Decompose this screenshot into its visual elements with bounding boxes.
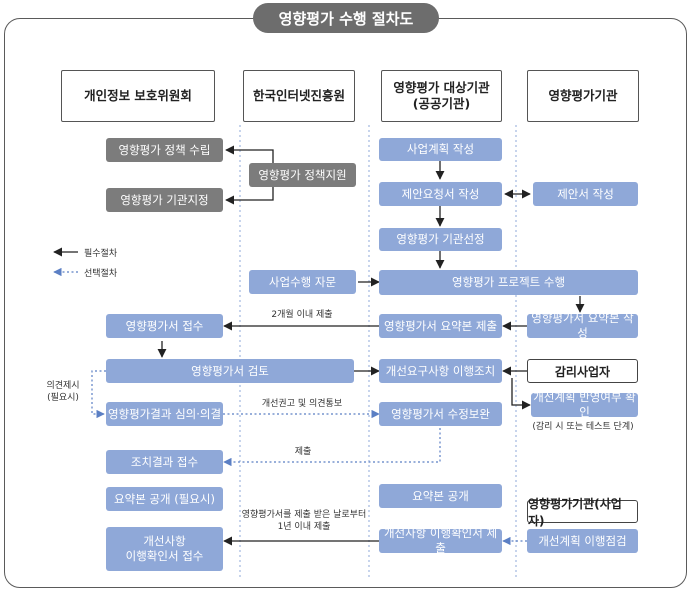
support-to-designation-arrow [225,187,274,205]
target-flow [157,161,585,546]
note-opinion-line2: (필요시) [47,393,79,404]
box-consulting: 사업수행 자문 [249,270,356,294]
box-proposal: 제안서 작성 [533,182,638,206]
box-policy-support: 영향평가 정책지원 [249,163,356,187]
diagram-title: 영향평가 수행 절차도 [253,3,439,33]
box-summary-open: 요약본 공개 [379,484,502,508]
header-kisa: 한국인터넷진흥원 [243,70,355,122]
note-one-year: 영향평가서를 제출 받은 날로부터 1년 이내 제출 [236,509,372,533]
box-project: 영향평가 프로젝트 수행 [379,270,638,295]
box-agency-selection: 영향평가 기관선정 [379,228,502,251]
box-confirm-receive: 개선사항 이행확인서 접수 [106,527,223,571]
confirm-receive-line1: 개선사항 [143,534,186,549]
note-submit: 제출 [294,447,312,457]
box-business-plan: 사업계획 작성 [379,138,502,161]
header-kisa-label: 한국인터넷진흥원 [252,87,345,103]
support-bracket [225,145,274,205]
box-policy-setting: 영향평가 정책 수립 [106,138,223,162]
header-target-line2: (공공기관) [412,96,471,111]
box-deliberation: 영향평가결과 심의·의결 [106,402,223,426]
box-rfp: 제안요청서 작성 [379,182,502,206]
box-report-receive: 영향평가서 접수 [106,314,223,338]
action-to-reflection-arrow [511,378,531,410]
box-confirm-submit: 개선사항 이행확인서 제출 [379,526,502,555]
box-summary-write: 영향평가서 요약본 작성 [527,311,638,340]
support-to-policy-arrow [225,145,274,163]
box-auditor: 감리사업자 [527,359,638,383]
legend-optional-label: 선택절차 [84,269,118,279]
header-target: 영향평가 대상기관 (공공기관) [381,70,502,122]
box-evaluator-business: 영향평가기관(사업자) [527,497,638,528]
note-within-two-months: 2개월 이내 제출 [271,310,333,320]
header-target-line1: 영향평가 대상기관 [393,79,490,95]
legend-required-label: 필수절차 [84,249,118,259]
header-pipc-label: 개인정보 보호위원회 [84,87,192,103]
note-audit: (감리 시 또는 테스트 단계) [532,422,634,432]
box-improvement-action: 개선요구사항 이행조치 [379,359,502,383]
note-opinion: 의견제시 (필요시) [38,380,88,404]
box-report-revise: 영향평가서 수정보완 [379,402,502,426]
box-plan-reflection: 개선계획 반영여부 확인 [531,390,638,419]
header-pipc: 개인정보 보호위원회 [61,70,215,122]
box-report-review: 영향평가서 검토 [106,359,354,383]
box-agency-designation: 영향평가 기관지정 [106,188,223,212]
revise-to-action-receive-arrow [223,428,441,467]
note-recommendation: 개선권고 및 의견통보 [261,399,343,409]
box-action-receive: 조치결과 접수 [106,450,223,474]
header-evaluator-label: 영향평가기관 [548,87,618,103]
note-opinion-line1: 의견제시 [46,381,80,391]
confirm-receive-line2: 이행확인서 접수 [125,549,204,563]
optional-flows [91,370,527,546]
box-summary-submit: 영향평가서 요약본 제출 [379,314,502,338]
box-summary-public: 요약본 공개 (필요시) [106,487,223,511]
note-one-year-line2: 1년 이내 제출 [277,522,331,533]
header-evaluator: 영향평가기관 [527,70,639,122]
box-plan-check: 개선계획 이행점검 [527,529,638,553]
opinion-loop-arrow [91,370,106,419]
note-one-year-line1: 영향평가서를 제출 받은 날로부터 [241,510,367,520]
